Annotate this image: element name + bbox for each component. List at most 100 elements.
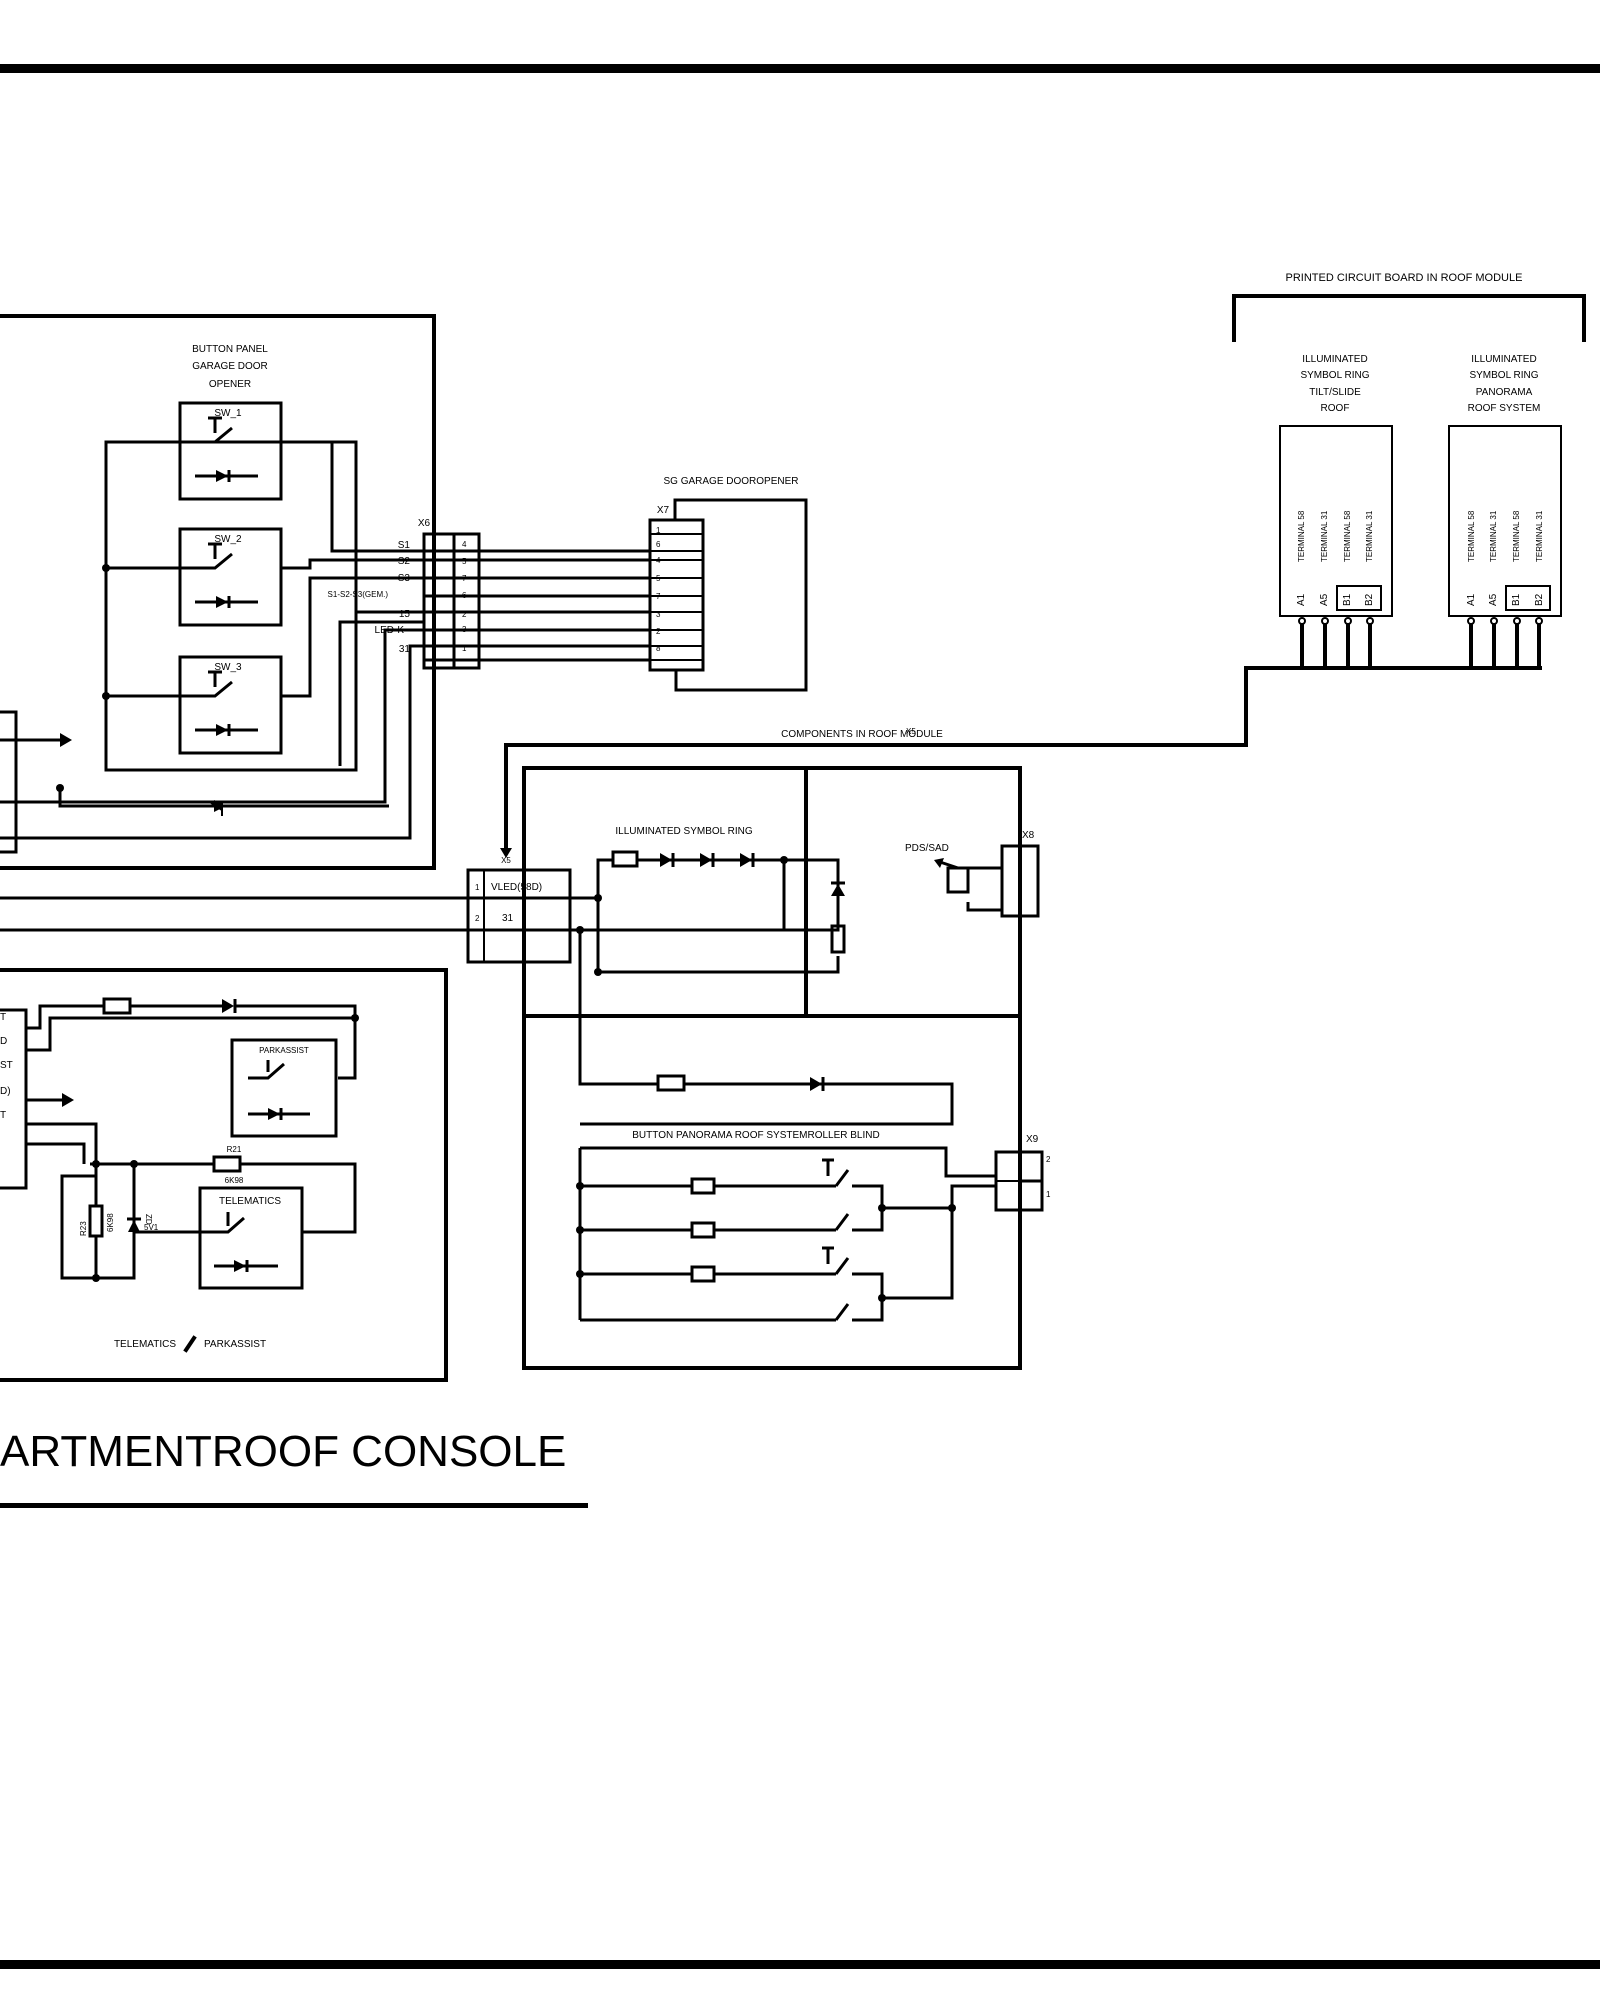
ring-tilt-line4: ROOF <box>1321 403 1350 414</box>
x6-pin-5: 2 <box>462 610 467 619</box>
left-cut-5: T <box>0 1110 6 1121</box>
tele-park-right: PARKASSIST <box>204 1339 266 1350</box>
top-border <box>0 64 1600 73</box>
roof-module-box <box>522 766 1022 1370</box>
x6-sig-s2: S2 <box>398 556 411 567</box>
zd-value: 5V1 <box>144 1223 159 1232</box>
zd-label: ZD <box>144 1214 153 1225</box>
x7-pin-8: 8 <box>656 644 661 653</box>
r21-label: R21 <box>227 1145 242 1154</box>
x7-label: X7 <box>657 505 670 516</box>
x7-pin-6: 3 <box>656 610 661 619</box>
x7-pin-4: 5 <box>656 574 661 583</box>
x7-pins: 1 6 4 5 7 3 2 8 <box>656 526 661 653</box>
x7-pin-3: 4 <box>656 556 661 565</box>
x5-connector <box>466 868 572 964</box>
x6-sig-ledk: LED-K <box>375 625 405 636</box>
switch-group-frame <box>104 440 358 772</box>
terminal-pano-3: TERMINAL 58 <box>1512 510 1521 562</box>
x7-pin-2: 6 <box>656 540 661 549</box>
x7-pin-7: 2 <box>656 627 661 636</box>
x8-label: X8 <box>1022 830 1035 841</box>
sw1: SW_1 <box>178 401 283 501</box>
panel-wiring <box>0 440 424 854</box>
sw3: SW_3 <box>178 655 283 755</box>
terminal-pano-1: TERMINAL 58 <box>1467 510 1476 562</box>
telematics-label: TELEMATICS <box>219 1196 281 1207</box>
terminal-tilt-3: TERMINAL 58 <box>1343 510 1352 562</box>
x6-pin-1: 4 <box>462 540 467 549</box>
parkassist-label: PARKASSIST <box>259 1046 309 1055</box>
sg-garage-box <box>673 498 808 692</box>
ring-tilt-box <box>1279 425 1393 617</box>
pcb-roof-label: PRINTED CIRCUIT BOARD IN ROOF MODULE <box>1286 272 1523 284</box>
title-underline <box>0 1503 588 1508</box>
x5-through-wires <box>0 896 598 932</box>
pin-pano-b-box <box>1505 585 1551 611</box>
pin-tilt-b1: B1 <box>1342 593 1353 606</box>
x6-signals: S1 S2 S3 S1-S2-S3(GEM.) 15 LED-K 31 <box>328 540 411 655</box>
tele-park-slash <box>183 1335 197 1353</box>
x6-block-right <box>452 532 481 670</box>
pins-tilt: A1 A5 B1 B2 <box>1296 585 1382 611</box>
pds-sad-sensor <box>934 844 1040 918</box>
button-pano-label: BUTTON PANORAMA ROOF SYSTEMROLLER BLIND <box>632 1130 879 1141</box>
sg-garage-label: SG GARAGE DOOROPENER <box>663 476 798 487</box>
x7-pin-1: 1 <box>656 526 661 535</box>
roof-module-dividers <box>524 768 1020 1018</box>
telematics-box: TELEMATICS <box>164 1186 304 1290</box>
illum-ring-label: ILLUMINATED SYMBOL RING <box>615 826 752 837</box>
roller-blind-switches <box>576 1146 1042 1322</box>
pin-pano-a1: A1 <box>1466 593 1477 606</box>
ring-tilt-line3: TILT/SLIDE <box>1309 387 1361 398</box>
terminal-pano-4: TERMINAL 31 <box>1535 510 1544 562</box>
tele-park-left: TELEMATICS <box>114 1339 176 1350</box>
x6-sig-15: 15 <box>399 609 411 620</box>
button-panel-line1: BUTTON PANEL <box>192 344 268 355</box>
ring-pano-box <box>1448 425 1562 617</box>
r23-label: R23 <box>79 1221 88 1236</box>
pin-tilt-a1: A1 <box>1296 593 1307 606</box>
ring-pano-line3: PANORAMA <box>1476 387 1533 398</box>
terminals-tilt: TERMINAL 58 TERMINAL 31 TERMINAL 58 TERM… <box>1297 510 1374 562</box>
x7-pin-dividers <box>650 533 703 661</box>
bottom-border <box>0 1960 1600 1969</box>
x5-arrow <box>500 848 512 858</box>
sheet-title: ARTMENTROOF CONSOLE <box>0 1427 566 1476</box>
telematics-panel-outer <box>0 968 448 1382</box>
pds-sad-label: PDS/SAD <box>905 843 949 854</box>
sw1-label: SW_1 <box>214 408 242 419</box>
x6-x7-bus <box>424 549 650 662</box>
x9-label: X9 <box>1026 1134 1039 1145</box>
ring-tilt-line1: ILLUMINATED <box>1302 354 1367 365</box>
left-cut-1: T <box>0 1012 6 1023</box>
sw3-label: SW_3 <box>214 662 242 673</box>
x6-block-left <box>422 532 456 670</box>
x6-sig-s3: S3 <box>398 573 411 584</box>
x9-pin-1: 1 <box>1046 1190 1051 1199</box>
left-cut-3: ST <box>0 1060 13 1071</box>
r21-value: 6K98 <box>225 1176 244 1185</box>
x5-sig-31: 31 <box>502 913 514 924</box>
pin-tilt-b2: B2 <box>1364 593 1375 606</box>
x6-label: X6 <box>418 518 431 529</box>
telematics-wiring <box>26 997 359 1282</box>
x5-label: X5 <box>501 856 511 865</box>
ring-pano-line2: SYMBOL RING <box>1469 370 1538 381</box>
components-roof-label: COMPONENTS IN ROOF MODULE <box>781 729 943 740</box>
x5-top-label: X5 <box>906 727 916 736</box>
pin-pano-b2: B2 <box>1534 593 1545 606</box>
x5-sig-vled: VLED(58D) <box>491 882 542 893</box>
x9-pin-2: 2 <box>1046 1155 1051 1164</box>
x7-pin-5: 7 <box>656 592 661 601</box>
x5-pin-2: 2 <box>475 914 480 923</box>
x6-sig-31: 31 <box>399 644 411 655</box>
r23-value: 6K98 <box>106 1213 115 1232</box>
x6-sig-s1: S1 <box>398 540 411 551</box>
illum-ring-circuit <box>576 850 846 976</box>
terminal-tilt-1: TERMINAL 58 <box>1297 510 1306 562</box>
terminals-pano: TERMINAL 58 TERMINAL 31 TERMINAL 58 TERM… <box>1467 510 1544 562</box>
pin-pano-a5: A5 <box>1488 593 1499 606</box>
